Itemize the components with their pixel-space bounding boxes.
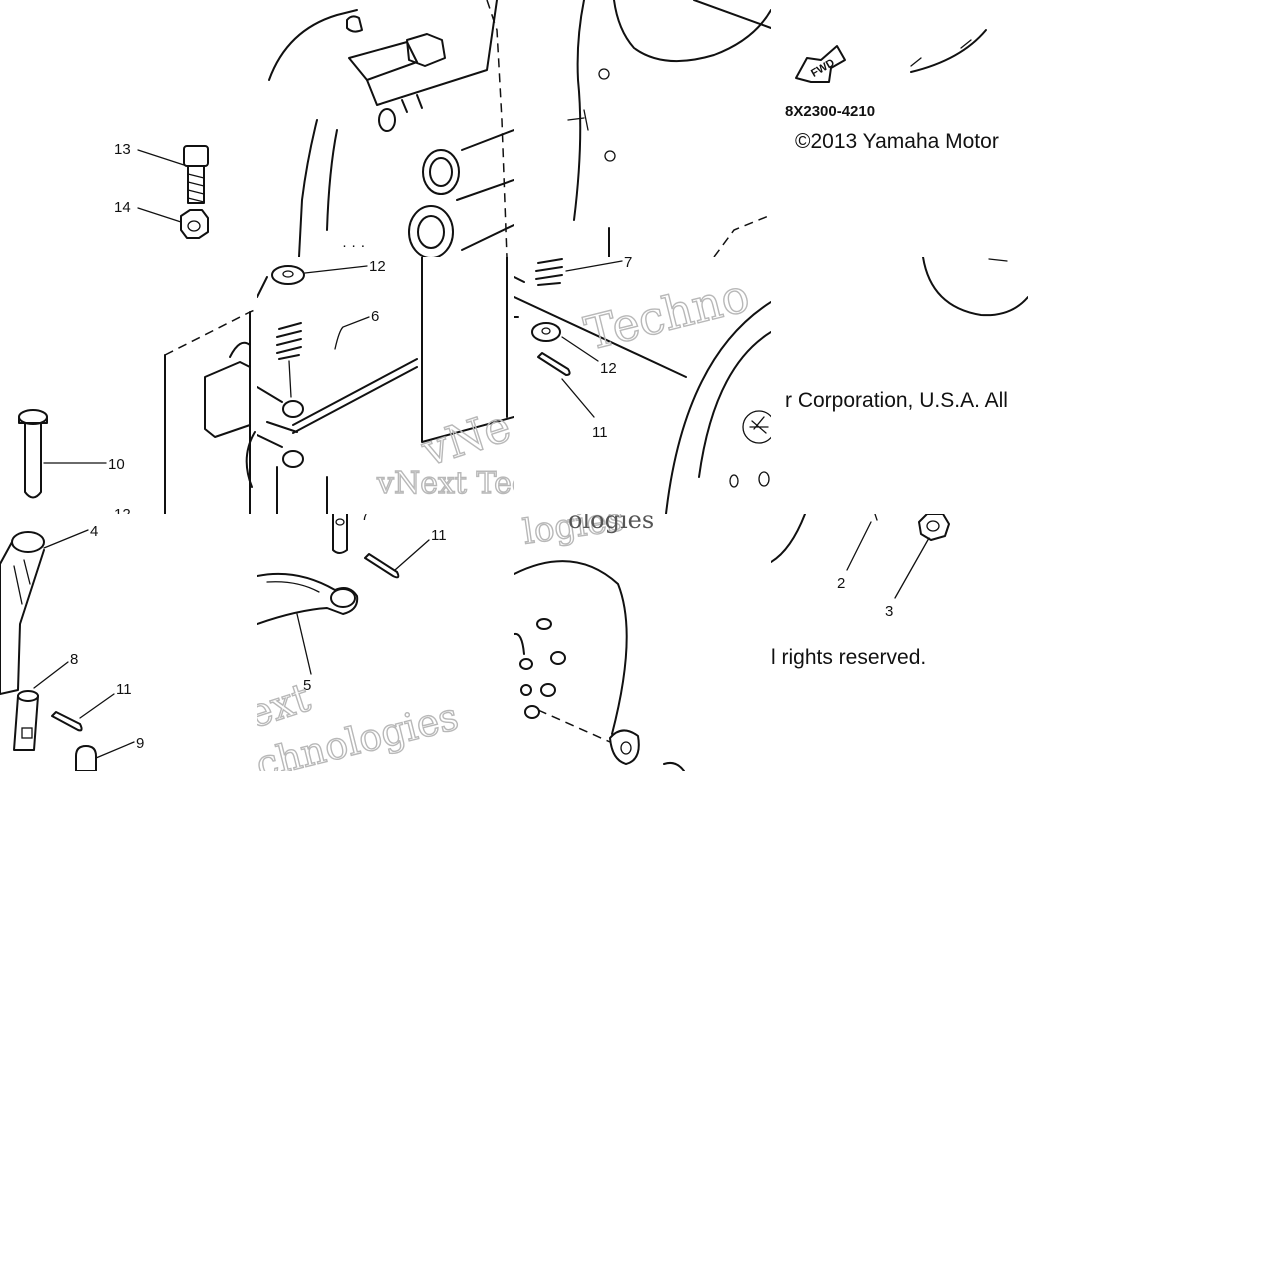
watermark-techno: Techno <box>579 268 754 361</box>
disc-edge-drawing <box>922 257 1028 317</box>
pin-10-drawing <box>18 409 48 499</box>
nut-14-drawing <box>180 209 209 239</box>
callout-11-a: 11 <box>592 424 608 441</box>
pin-7-drawing <box>332 514 348 554</box>
washer-12b-drawing <box>531 322 561 342</box>
callout-7-b: 7 <box>361 514 369 524</box>
tile-springs-link: 12 6 vNext Tec vNe <box>257 257 514 514</box>
tile-credits-top: FWD 8X2300-4210 ©2013 Yamaha Motor <box>771 0 1028 257</box>
tile-rotor: logies ologies <box>514 514 771 771</box>
cotter-pin-11-drawing <box>537 352 571 376</box>
arm-5-drawing <box>257 572 359 625</box>
tile-bolt-nut-drawing: 13 14 <box>114 141 209 239</box>
fwd-arrow-icon: FWD <box>795 45 846 83</box>
housing-drawing: · · · <box>268 0 514 257</box>
tile-pin-bracket: 10 12 <box>0 257 257 514</box>
callout-4: 4 <box>90 523 98 540</box>
spring-7-drawing <box>535 258 563 286</box>
callout-12-b: 12 <box>600 360 617 377</box>
pin-8-drawing <box>13 690 39 751</box>
bolt-13-drawing <box>183 145 209 204</box>
cotter-pin-11c-drawing <box>364 553 400 579</box>
callout-13: 13 <box>114 141 131 158</box>
svg-text:· · ·: · · · <box>342 237 365 254</box>
tile-lever: 4 8 11 9 <box>0 514 257 771</box>
pin-bracket-drawing: 10 12 <box>18 308 257 514</box>
spring-disc-drawing: 7 12 11 Techno <box>514 257 771 514</box>
tile-bolt-nut: 13 14 <box>0 0 257 257</box>
rotor-drawing: logies ologies <box>514 514 685 771</box>
callout-2: 2 <box>837 575 845 592</box>
lever-drawing: 4 8 11 9 <box>0 523 144 771</box>
svg-text:12: 12 <box>114 506 131 514</box>
watermark-ologies: ologies <box>568 514 654 534</box>
spring-6-drawing <box>276 322 302 398</box>
callout-14: 14 <box>114 199 131 216</box>
callout-10: 10 <box>108 456 125 473</box>
cotter-pin-11b-drawing <box>51 711 83 732</box>
arm-drawing: 7 11 5 ext chnologies <box>257 514 463 771</box>
copyright-line-2: r Corporation, U.S.A. All <box>785 389 1008 412</box>
tile-spring-disc: 7 12 11 Techno <box>514 257 771 514</box>
bracket-block-drawing <box>204 341 256 488</box>
fwd-area-drawing: FWD 8X2300-4210 <box>785 29 987 120</box>
watermark-vnext-tec: vNext Tec <box>376 466 514 501</box>
rotor-holes <box>519 618 566 719</box>
callout-3: 3 <box>885 603 893 620</box>
tile-housing: · · · <box>257 0 514 257</box>
cap-9-drawing <box>75 745 97 771</box>
callout-5: 5 <box>303 677 311 694</box>
tile-arm: 7 11 5 ext chnologies <box>257 514 514 771</box>
callout-11-c: 11 <box>431 527 447 544</box>
part-code: 8X2300-4210 <box>785 103 875 120</box>
fasteners-drawing: 2 3 <box>771 514 950 620</box>
tile-credits-mid: r Corporation, U.S.A. All <box>771 257 1028 514</box>
callout-8: 8 <box>70 651 78 668</box>
callout-7-a: 7 <box>624 257 632 271</box>
lever-4-drawing <box>0 531 45 695</box>
upper-casing-drawing <box>567 0 771 257</box>
springs-link-drawing: 12 6 vNext Tec vNe <box>257 257 514 514</box>
callout-6: 6 <box>371 308 379 325</box>
disc-drawing <box>665 301 771 514</box>
tile-upper-casing <box>514 0 771 257</box>
tile-credits-bottom: 2 3 l rights reserved. <box>771 514 1028 771</box>
copyright-line-3: l rights reserved. <box>771 646 927 669</box>
fwd-label: FWD <box>809 57 837 80</box>
washer-12-drawing <box>271 265 305 285</box>
nut-3-drawing <box>918 514 950 541</box>
copyright-line-1: ©2013 Yamaha Motor <box>795 130 999 153</box>
callout-12-a: 12 <box>369 258 386 275</box>
callout-11-b: 11 <box>116 681 132 698</box>
callout-9: 9 <box>136 735 144 752</box>
